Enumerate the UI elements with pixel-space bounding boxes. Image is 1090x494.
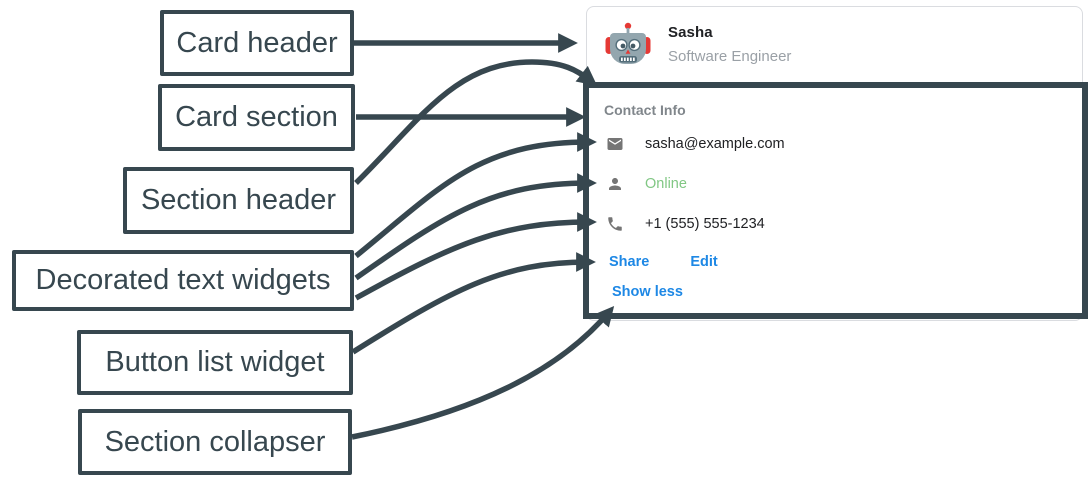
contact-card xyxy=(586,6,1083,321)
edit-button[interactable]: Edit xyxy=(690,254,718,270)
card-header-name: Sasha xyxy=(668,23,713,41)
show-less-button[interactable]: Show less xyxy=(612,284,683,300)
section-header-title: Contact Info xyxy=(604,102,686,118)
robot-avatar xyxy=(605,22,651,64)
arrow-decorated-phone xyxy=(354,212,597,301)
phone-icon xyxy=(608,217,622,231)
arrow-section-header xyxy=(354,59,598,185)
label-section-collapser-text: Section collapser xyxy=(104,425,326,458)
arrow-decorated-online xyxy=(354,173,597,281)
label-card-section: Card section xyxy=(158,84,355,151)
card-header-subtitle: Software Engineer xyxy=(668,47,792,65)
share-button[interactable]: Share xyxy=(609,254,650,270)
decorated-text-status: Online xyxy=(606,175,687,193)
label-section-header-text: Section header xyxy=(140,184,337,216)
label-card-section-text: Card section xyxy=(175,101,338,133)
arrow-decorated-email xyxy=(354,132,597,259)
email-icon xyxy=(607,138,623,150)
phone-text: +1 (555) 555-1234 xyxy=(645,216,765,232)
email-text: sasha@example.com xyxy=(645,136,785,152)
arrow-button-list xyxy=(351,252,596,355)
label-card-header-text: Card header xyxy=(176,26,338,59)
button-list: Share Edit xyxy=(609,254,718,270)
label-decorated-text-widgets-text: Decorated text widgets xyxy=(35,264,331,296)
decorated-text-email: sasha@example.com xyxy=(606,135,785,153)
status-text: Online xyxy=(645,176,687,192)
label-card-header: Card header xyxy=(160,10,354,76)
label-button-list-widget-text: Button list widget xyxy=(105,346,325,378)
decorated-text-phone: +1 (555) 555-1234 xyxy=(606,215,765,233)
arrow-section-collapser xyxy=(351,305,615,440)
card-header: Sasha Software Engineer xyxy=(586,6,1083,82)
label-decorated-text-widgets: Decorated text widgets xyxy=(12,250,354,311)
label-button-list-widget: Button list widget xyxy=(77,330,353,395)
person-icon xyxy=(609,178,621,190)
label-section-collapser: Section collapser xyxy=(78,409,352,475)
label-section-header: Section header xyxy=(123,167,354,234)
